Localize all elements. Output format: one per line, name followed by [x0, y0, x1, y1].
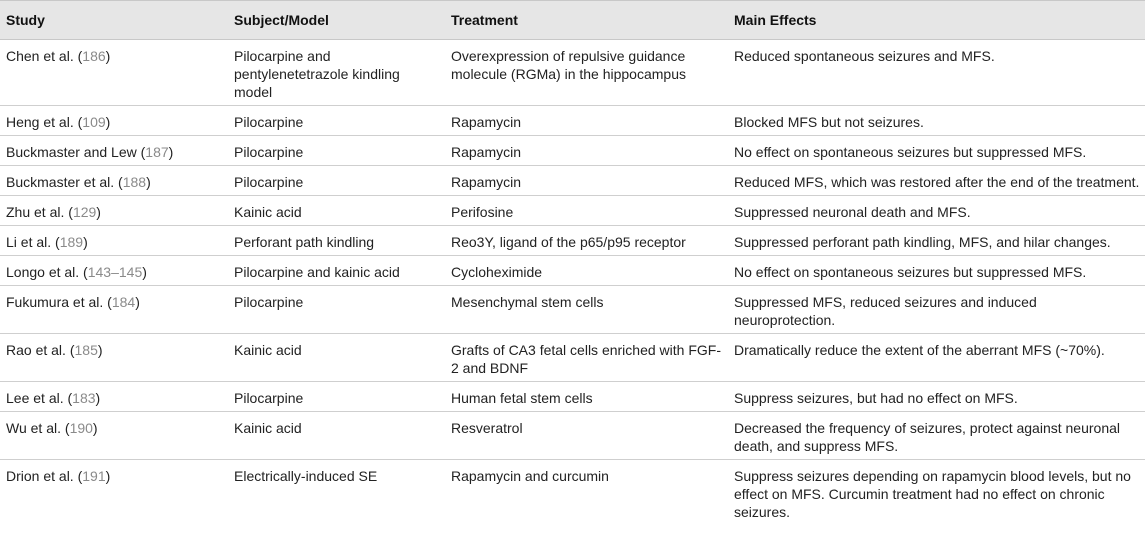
- study-name: Li et al.: [6, 234, 52, 250]
- table-row: Heng et al. (109) Pilocarpine Rapamycin …: [0, 106, 1145, 136]
- study-cell: Lee et al. (183): [6, 390, 101, 406]
- table-row: Rao et al. (185) Kainic acid Grafts of C…: [0, 334, 1145, 382]
- model-cell: Pilocarpine: [234, 144, 304, 160]
- effects-cell: Reduced MFS, which was restored after th…: [734, 174, 1140, 190]
- reference-link[interactable]: 109: [82, 114, 106, 130]
- table-row: Chen et al. (186) Pilocarpine and pentyl…: [0, 40, 1145, 106]
- treatment-cell: Rapamycin: [451, 174, 522, 190]
- model-cell: Kainic acid: [234, 342, 302, 358]
- study-cell: Buckmaster and Lew (187): [6, 144, 174, 160]
- model-cell: Pilocarpine: [234, 294, 304, 310]
- study-cell: Chen et al. (186): [6, 48, 111, 64]
- study-cell: Wu et al. (190): [6, 420, 98, 436]
- header-study: Study: [0, 0, 228, 40]
- reference-link[interactable]: 185: [74, 342, 98, 358]
- table-row: Longo et al. (143–145) Pilocarpine and k…: [0, 256, 1145, 286]
- treatment-cell: Rapamycin: [451, 144, 522, 160]
- model-cell: Pilocarpine and kainic acid: [234, 264, 400, 280]
- treatment-cell: Resveratrol: [451, 420, 523, 436]
- table-row: Buckmaster et al. (188) Pilocarpine Rapa…: [0, 166, 1145, 196]
- effects-cell: Dramatically reduce the extent of the ab…: [734, 342, 1105, 358]
- table-row: Li et al. (189) Perforant path kindling …: [0, 226, 1145, 256]
- treatment-cell: Overexpression of repulsive guidance mol…: [451, 48, 686, 82]
- table-row: Buckmaster and Lew (187) Pilocarpine Rap…: [0, 136, 1145, 166]
- treatment-cell: Human fetal stem cells: [451, 390, 593, 406]
- treatment-cell: Rapamycin: [451, 114, 522, 130]
- effects-cell: No effect on spontaneous seizures but su…: [734, 144, 1087, 160]
- reference-link[interactable]: 189: [59, 234, 84, 250]
- study-name: Zhu et al.: [6, 204, 65, 220]
- treatment-cell: Mesenchymal stem cells: [451, 294, 604, 310]
- table-row: Drion et al. (191) Electrically-induced …: [0, 460, 1145, 526]
- reference-link[interactable]: 186: [82, 48, 106, 64]
- study-cell: Buckmaster et al. (188): [6, 174, 151, 190]
- header-row: Study Subject/Model Treatment Main Effec…: [0, 0, 1145, 40]
- study-cell: Fukumura et al. (184): [6, 294, 140, 310]
- study-name: Fukumura et al.: [6, 294, 104, 310]
- treatment-cell: Grafts of CA3 fetal cells enriched with …: [451, 342, 721, 376]
- reference-link[interactable]: 190: [69, 420, 93, 436]
- study-name: Heng et al.: [6, 114, 74, 130]
- study-name: Longo et al.: [6, 264, 80, 280]
- model-cell: Kainic acid: [234, 420, 302, 436]
- reference-link[interactable]: 143–145: [87, 264, 143, 280]
- table-header: Study Subject/Model Treatment Main Effec…: [0, 0, 1145, 40]
- study-cell: Li et al. (189): [6, 234, 88, 250]
- study-name: Wu et al.: [6, 420, 61, 436]
- treatment-cell: Reo3Y, ligand of the p65/p95 receptor: [451, 234, 686, 250]
- table-row: Lee et al. (183) Pilocarpine Human fetal…: [0, 382, 1145, 412]
- effects-cell: Suppress seizures, but had no effect on …: [734, 390, 1018, 406]
- model-cell: Pilocarpine: [234, 390, 304, 406]
- study-name: Rao et al.: [6, 342, 66, 358]
- study-name: Chen et al.: [6, 48, 74, 64]
- study-name: Drion et al.: [6, 468, 74, 484]
- header-subject-model: Subject/Model: [228, 0, 445, 40]
- header-treatment: Treatment: [445, 0, 728, 40]
- study-name: Lee et al.: [6, 390, 64, 406]
- model-cell: Pilocarpine and pentylenetetrazole kindl…: [234, 48, 400, 100]
- table-row: Fukumura et al. (184) Pilocarpine Mesenc…: [0, 286, 1145, 334]
- effects-cell: Suppressed MFS, reduced seizures and ind…: [734, 294, 1037, 328]
- effects-cell: Decreased the frequency of seizures, pro…: [734, 420, 1121, 454]
- reference-link[interactable]: 183: [72, 390, 96, 406]
- model-cell: Kainic acid: [234, 204, 302, 220]
- table-row: Wu et al. (190) Kainic acid Resveratrol …: [0, 412, 1145, 460]
- effects-cell: Suppress seizures depending on rapamycin…: [734, 468, 1131, 520]
- table-body: Chen et al. (186) Pilocarpine and pentyl…: [0, 40, 1145, 526]
- treatment-cell: Rapamycin and curcumin: [451, 468, 609, 484]
- treatment-cell: Cycloheximide: [451, 264, 543, 280]
- study-name: Buckmaster and Lew: [6, 144, 137, 160]
- model-cell: Perforant path kindling: [234, 234, 375, 250]
- study-cell: Longo et al. (143–145): [6, 264, 147, 280]
- study-cell: Zhu et al. (129): [6, 204, 101, 220]
- study-cell: Heng et al. (109): [6, 114, 111, 130]
- reference-link[interactable]: 188: [122, 174, 147, 190]
- study-name: Buckmaster et al.: [6, 174, 115, 190]
- effects-cell: Reduced spontaneous seizures and MFS.: [734, 48, 995, 64]
- study-cell: Drion et al. (191): [6, 468, 111, 484]
- studies-table: Study Subject/Model Treatment Main Effec…: [0, 0, 1145, 526]
- study-cell: Rao et al. (185): [6, 342, 103, 358]
- model-cell: Electrically-induced SE: [234, 468, 378, 484]
- reference-link[interactable]: 187: [145, 144, 169, 160]
- effects-cell: Suppressed neuronal death and MFS.: [734, 204, 971, 220]
- effects-cell: Suppressed perforant path kindling, MFS,…: [734, 234, 1111, 250]
- effects-cell: No effect on spontaneous seizures but su…: [734, 264, 1087, 280]
- model-cell: Pilocarpine: [234, 174, 304, 190]
- reference-link[interactable]: 184: [111, 294, 136, 310]
- reference-link[interactable]: 129: [72, 204, 97, 220]
- effects-cell: Blocked MFS but not seizures.: [734, 114, 924, 130]
- reference-link[interactable]: 191: [82, 468, 106, 484]
- treatment-cell: Perifosine: [451, 204, 514, 220]
- model-cell: Pilocarpine: [234, 114, 304, 130]
- header-main-effects: Main Effects: [728, 0, 1145, 40]
- table-row: Zhu et al. (129) Kainic acid Perifosine …: [0, 196, 1145, 226]
